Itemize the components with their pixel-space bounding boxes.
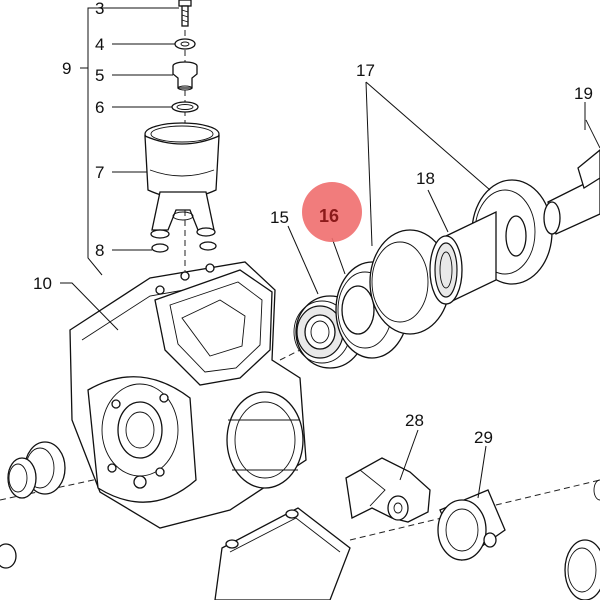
label-15: 15 [270,208,289,227]
part-4-washer[interactable] [174,38,196,50]
label-5: 5 [95,66,104,85]
label-10: 10 [33,274,52,293]
part-5-fitting[interactable] [172,61,198,91]
part-29-piston[interactable] [437,489,506,561]
label-8: 8 [95,241,104,260]
highlight-marker [302,182,362,242]
label-9: 9 [62,59,71,78]
part-18-sleeve[interactable] [429,210,527,306]
part-labels: 3 4 9 5 6 7 8 10 15 16 17 18 19 28 29 [33,0,593,447]
bottom-cover[interactable] [214,507,351,600]
part-10-housing[interactable] [69,261,307,529]
part-3-bolt[interactable] [178,0,192,27]
label-7: 7 [95,163,104,182]
label-17: 17 [356,61,375,80]
right-edge-parts[interactable] [564,479,600,600]
label-6: 6 [95,98,104,117]
leader-lines [60,7,586,499]
part-28-bracket[interactable] [345,457,431,523]
label-19: 19 [574,84,593,103]
label-29: 29 [474,428,493,447]
left-rings[interactable] [0,441,66,569]
part-6-oring[interactable] [171,101,199,113]
label-28: 28 [405,411,424,430]
label-18: 18 [416,169,435,188]
part-7-bowl[interactable] [144,122,220,239]
label-16: 16 [319,206,339,226]
label-4: 4 [95,35,104,54]
label-3: 3 [95,0,104,18]
part-19-shaft[interactable] [543,119,600,235]
part-8-seals[interactable] [151,241,217,253]
group-9-bracket [80,7,112,276]
